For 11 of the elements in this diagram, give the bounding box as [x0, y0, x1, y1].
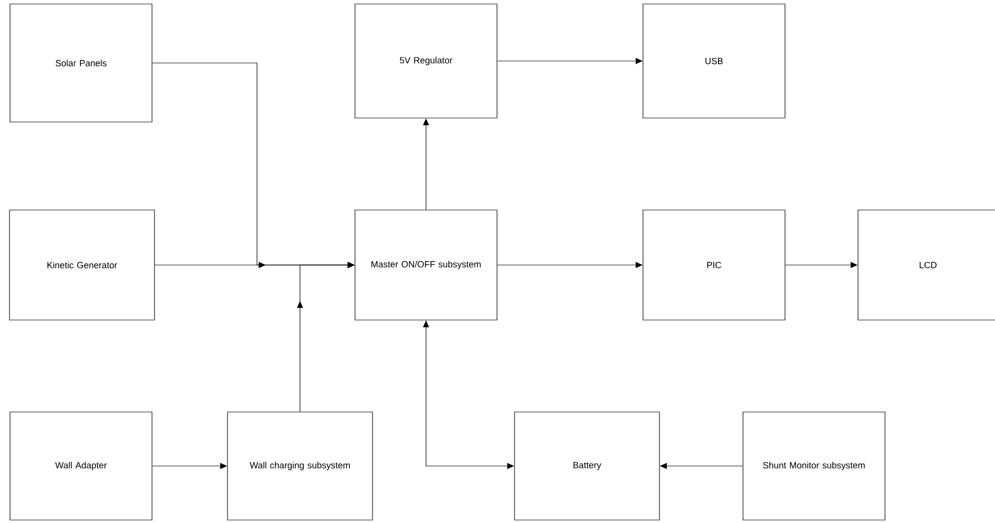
- process-box: Solar Panels: [10, 4, 152, 122]
- process-box: Shunt Monitor subsystem: [742, 412, 886, 520]
- process-box: PIC: [642, 210, 786, 320]
- process-box: Kinetic Generator: [9, 210, 155, 320]
- process-box: 5V Regulator: [354, 4, 498, 118]
- process-box: Wall Adapter: [10, 412, 152, 520]
- process-box: Master ON/OFF subsystem: [354, 210, 498, 320]
- process-box: LCD: [858, 210, 995, 320]
- process-box: USB: [642, 4, 786, 118]
- process-box: Wall charging subsystem: [227, 412, 373, 520]
- process-box: Battery: [514, 412, 660, 520]
